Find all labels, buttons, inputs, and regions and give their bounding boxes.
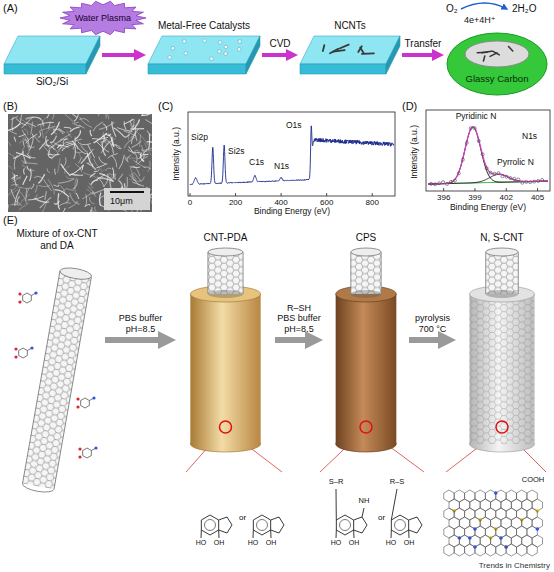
node-label: CNT-PDA [204,232,248,244]
arrow-label: pyrolysis 700 °C [409,313,457,334]
panel-letter: (D) [402,100,417,113]
process-arrow [102,53,134,57]
reaction-species: O₂ [446,3,458,15]
tick-label: 200 [229,198,242,207]
tick-label: 400 [274,198,287,207]
coated-nanotube: CNT-PDA [178,232,273,457]
node-label: N, S-CNT [480,232,523,244]
plasma-burst: Water Plasma [60,1,146,35]
process-arrow [409,337,438,343]
reaction-species: 4e+4H⁺ [464,15,496,25]
chem-group: COOH [522,476,545,485]
panel-letter: (C) [158,100,173,113]
detail-circle [220,421,232,433]
nanotube-slab: NCNTs [300,20,400,76]
tick-label: 0 [188,198,192,207]
doped-nanotube: N, S-CNT [458,232,546,457]
arrow-label: R–SH PBS buffer pH=8.5 [277,303,321,334]
chem-text: or [378,513,385,522]
node-shape [458,232,546,457]
catalyst-slab: Metal-Free Catalysts [148,20,260,76]
cps-structure [336,489,422,538]
chem-group: NH [359,497,370,506]
panel-letter: (B) [3,100,18,113]
nanotube-mixture: Mixture of ox-CNT and DA [11,228,103,493]
node-label: Mixture of ox-CNT and DA [11,228,103,251]
axis-title: Intensity (a.u.) [410,125,420,179]
peak-label: N1s [274,162,289,172]
detail-circle [360,421,372,433]
chem-group: OH [266,539,277,547]
peak-label: Pyrrolic N [497,158,534,168]
node-label: Water Plasma [75,13,131,23]
process-arrow [275,337,305,343]
node-shape [325,232,407,457]
panel-letter: (E) [3,214,18,227]
node-shape [178,232,273,457]
peak-label: Si2s [228,147,245,157]
tick-label: 405 [531,193,544,202]
process-arrow [105,337,158,343]
axis-title: Intensity (a.u.) [172,127,182,181]
chem-group: R–S [390,478,405,487]
reaction-species: 2H₂O [512,3,536,15]
detail-circle [496,421,508,433]
scale-bar [110,191,144,193]
chem-group: HO [331,539,342,547]
peak-label: C1s [249,158,264,168]
axis-title: Binding Energy (eV) [254,207,330,217]
substrate-slab: SiO₂/Si [4,36,100,92]
chem-group: OH [214,539,225,547]
arrow-label: Transfer [405,38,442,50]
chem-group: HO [386,539,397,547]
xps-n1s-chart [426,110,550,191]
panel-letter: (A) [3,2,18,15]
peak-label: O1s [286,121,302,131]
sem-image [0,102,162,222]
chem-group: OH [349,539,360,547]
process-arrow [262,53,286,57]
chem-group: S–R [329,478,344,487]
peak-label: N1s [522,132,537,142]
node-label: CPS [356,232,377,244]
arrow-label: CVD [269,38,290,50]
node-shape [11,228,103,493]
node-label: Metal-Free Catalysts [158,20,250,32]
peak-label: Si2p [191,133,208,143]
node-label: NCNTs [334,20,366,32]
tick-label: 800 [366,198,379,207]
node-label: SiO₂/Si [36,76,68,88]
process-arrow [402,53,432,57]
chem-group: HO [248,539,259,547]
arrow-label: PBS buffer pH=8.5 [106,313,176,334]
scale-label: 10μm [110,196,133,206]
tick-label: 399 [468,193,481,202]
reaction-arrow [461,3,507,9]
node-shape [446,32,548,96]
tick-label: 600 [320,198,333,207]
axis-title: Binding Energy (eV) [450,203,526,213]
chem-group: HO [196,539,207,547]
xps-survey-chart [188,112,395,196]
chem-text: or [239,513,246,522]
peak-label: Pyridinic N [456,112,497,122]
coated-nanotube: CPS [325,232,407,457]
node-label: Glassy Carbon [466,74,529,85]
doped-graphene [444,490,543,556]
chem-group: OH [404,539,415,547]
journal-credit: Trends in Chemistry [479,561,550,570]
electrode-disk: Glassy Carbon [446,32,548,96]
tick-label: 402 [500,193,513,202]
tick-label: 396 [437,193,450,202]
